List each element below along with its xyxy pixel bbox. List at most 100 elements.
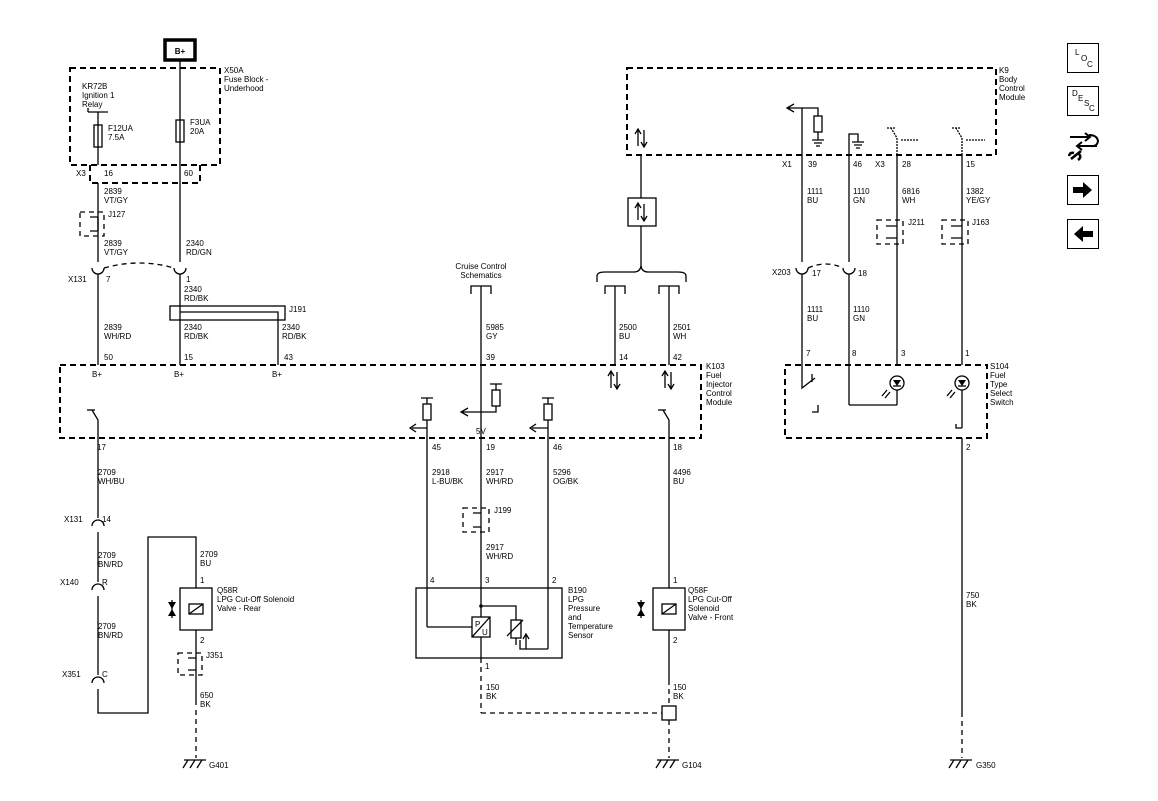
bus-bracket (596, 265, 687, 282)
pullup-icon (542, 397, 554, 404)
x50a-fuse-block (69, 67, 221, 166)
j211-splice (876, 219, 904, 245)
pin-label: 14 (102, 515, 111, 524)
x3-connector (89, 165, 201, 184)
sensor-wire (480, 605, 517, 620)
pin-label: 3 (901, 349, 906, 358)
bidirectional-data-icon (634, 201, 648, 223)
pin-label: 15 (184, 353, 193, 362)
connector-wrench-icon (1067, 132, 1100, 161)
connector-icon (795, 267, 809, 275)
j191-splice-wire (180, 311, 279, 365)
pin-label: 7 (806, 349, 811, 358)
pin-label: 1 (965, 349, 970, 358)
arrow-left-icon (1074, 226, 1093, 242)
pin-label: 39 (486, 353, 495, 362)
pin-label: 2 (200, 636, 205, 645)
connector-icon (91, 676, 105, 684)
splice-icon (90, 216, 99, 232)
input-arrow-icon (408, 420, 428, 438)
pin-label: 1 (200, 576, 205, 585)
connector-tool-button[interactable] (1067, 129, 1101, 163)
connector-icon (91, 583, 105, 591)
ground-icon (655, 759, 679, 769)
connector-icon (173, 267, 187, 275)
ground-icon (812, 132, 824, 147)
description-button[interactable]: D E S C (1067, 86, 1099, 116)
pressure-icon-text: U (482, 628, 488, 637)
bcm-internal-wire (802, 107, 819, 116)
switch-contact-icon (801, 374, 816, 390)
j163-label: J163 (972, 218, 990, 227)
previous-button[interactable] (1067, 219, 1099, 249)
x1-label: X1 (782, 160, 792, 169)
x131-bottom-label: X131 (64, 515, 83, 524)
k103-fuel-injector-control-module (59, 364, 702, 439)
ground-icon (182, 759, 206, 769)
pin-label: 28 (902, 160, 911, 169)
j351-label: J351 (206, 651, 224, 660)
bidirectional-data-icon (634, 127, 648, 149)
switch-contact-icon (887, 127, 918, 155)
k9-body-control-module (626, 67, 997, 156)
splice-icon (951, 225, 962, 239)
pin-label: 1 (485, 662, 490, 671)
j191-label: J191 (289, 305, 307, 314)
next-button[interactable] (1067, 175, 1099, 205)
switch-contact-icon (812, 405, 819, 413)
location-button[interactable]: L O C (1067, 43, 1099, 73)
led-indicator-icon (958, 380, 966, 386)
pin-label: 18 (858, 269, 867, 278)
sensor-ref-wire (459, 406, 497, 438)
nav-letter: C (1089, 104, 1095, 113)
solenoid-icon (188, 603, 204, 615)
bidirectional-data-icon (607, 369, 621, 391)
location-icon: L O C (1075, 48, 1093, 69)
pin-label: 4 (430, 576, 435, 585)
sensor-wire (515, 632, 548, 650)
description-icon: D E S C (1072, 89, 1095, 113)
x3-left-label: X3 (76, 169, 86, 178)
j199-label: J199 (494, 506, 512, 515)
s104-fuel-type-select-switch (784, 364, 988, 439)
j351-splice (177, 652, 203, 676)
pin-label: 46 (853, 160, 862, 169)
pin-label: 60 (184, 169, 193, 178)
pullup-icon (421, 397, 433, 404)
pressure-icon-text: P (475, 620, 480, 629)
pin-label: 8 (852, 349, 857, 358)
j163-splice (941, 219, 969, 245)
pin-label: 1 (673, 576, 678, 585)
bplus-label: B+ (92, 370, 102, 379)
splice-icon (473, 505, 482, 606)
pin-label: 18 (673, 443, 682, 452)
switch-wire (955, 390, 963, 429)
led-light-icon (881, 389, 891, 399)
g350-label: G350 (976, 761, 996, 770)
pin-label: 16 (104, 169, 113, 178)
nav-letter: S (1084, 99, 1089, 108)
input-arrow-icon (528, 420, 549, 438)
x3-right-label: X3 (875, 160, 885, 169)
pin-label: 14 (619, 353, 628, 362)
